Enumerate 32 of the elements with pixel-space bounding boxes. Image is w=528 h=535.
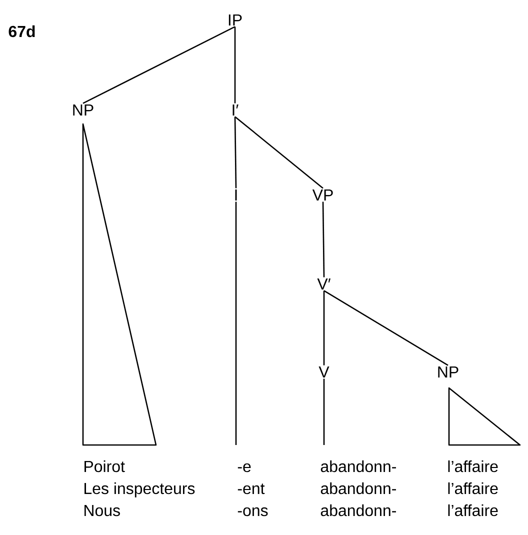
word: l’affaire [448,504,498,516]
tree-branch [82,26,236,104]
word: Nous [84,505,120,516]
tree-branch [234,26,236,104]
tree-branch [323,290,325,366]
category-label: V [318,366,330,378]
word: Poirot [84,460,125,472]
category-label: I [235,190,237,200]
word: -ent [238,484,265,494]
triangle [82,123,157,446]
triangle [448,387,521,446]
word: l’affaire [448,460,498,472]
tree-branch [322,202,325,278]
word: abandonn- [320,482,396,494]
word: Les inspecteurs [84,482,195,498]
word: l’affaire [448,482,498,494]
tree-branch [323,378,325,445]
tree-branch [324,290,448,366]
category-label: VP [312,190,333,200]
word: abandonn- [320,504,396,516]
tree-branch [234,116,237,188]
word: -e [238,463,251,472]
tree-branch [234,116,324,189]
word: abandonn- [320,460,396,472]
category-label: IP [228,14,242,26]
category-label: NP [73,104,94,116]
tree-branch [235,202,237,445]
category-label: V′ [317,278,331,290]
example-number: 67d [8,25,35,38]
category-label: I′ [232,104,238,116]
word: -ons [238,507,268,516]
category-label: NP [438,366,458,378]
